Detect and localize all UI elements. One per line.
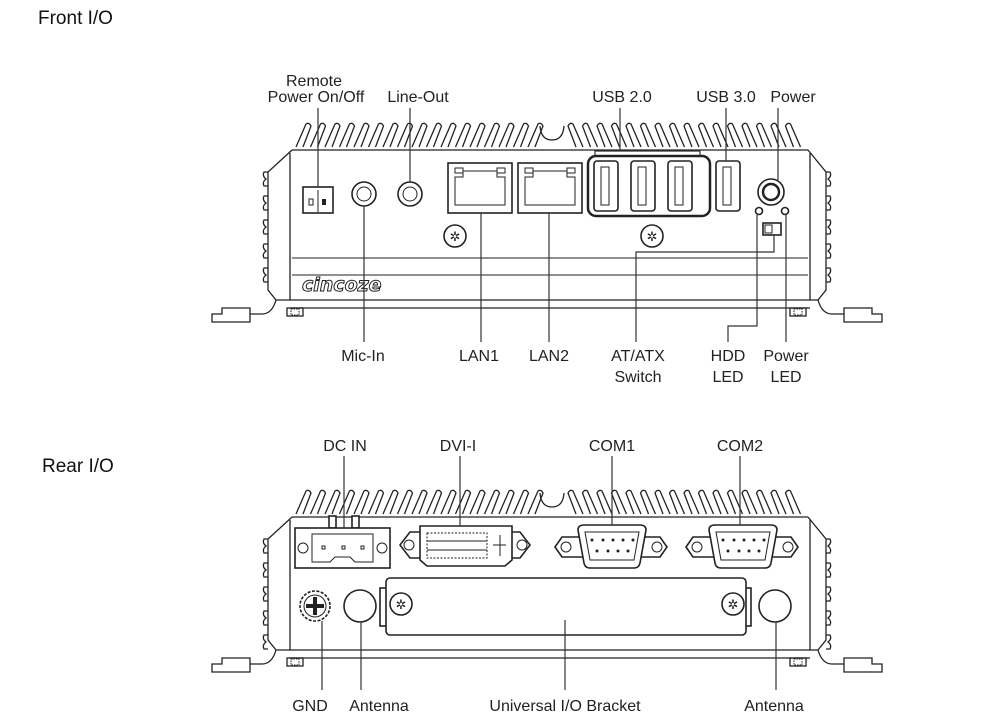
rear-io-title: Rear I/O bbox=[42, 456, 114, 477]
usb20-ports bbox=[586, 150, 712, 218]
hdd-led bbox=[754, 206, 764, 216]
mic-in-jack bbox=[351, 181, 377, 207]
label-mic-in: Mic-In bbox=[341, 348, 385, 365]
universal-io-bracket: ✲ ✲ bbox=[379, 577, 752, 636]
lan2-port bbox=[517, 162, 583, 214]
dvi-i-port bbox=[398, 525, 532, 567]
antenna-hole-right bbox=[758, 589, 792, 623]
antenna-hole-left bbox=[343, 589, 377, 623]
rear-panel: ✲ ✲ bbox=[294, 515, 799, 636]
front-screw-right: ✲ bbox=[640, 224, 664, 248]
label-line-out: Line-Out bbox=[387, 89, 449, 106]
remote-power-terminal bbox=[302, 186, 334, 214]
power-button bbox=[757, 178, 785, 206]
label-at-atx: AT/ATX bbox=[611, 348, 665, 365]
label-lan2: LAN2 bbox=[529, 348, 569, 365]
label-hdd-led-2: LED bbox=[712, 369, 743, 386]
label-power: Power bbox=[770, 89, 816, 106]
svg-text:✲: ✲ bbox=[396, 597, 407, 612]
label-remote-power-2: Power On/Off bbox=[268, 89, 365, 106]
dc-in-terminal bbox=[294, 515, 391, 569]
svg-text:✲: ✲ bbox=[450, 229, 461, 244]
com2-port bbox=[685, 524, 799, 569]
usb30-port bbox=[715, 160, 741, 212]
label-universal-io-bracket: Universal I/O Bracket bbox=[489, 698, 641, 715]
label-at-atx-2: Switch bbox=[614, 369, 661, 386]
label-gnd: GND bbox=[292, 698, 328, 715]
cincoze-logo: cincoze bbox=[302, 274, 382, 296]
label-hdd-led: HDD bbox=[711, 348, 746, 365]
label-antenna-left: Antenna bbox=[349, 698, 409, 715]
power-led bbox=[780, 206, 790, 216]
label-power-led: Power bbox=[763, 348, 809, 365]
lan1-port bbox=[447, 162, 513, 214]
label-lan1: LAN1 bbox=[459, 348, 499, 365]
label-power-led-2: LED bbox=[770, 369, 801, 386]
svg-text:✲: ✲ bbox=[647, 229, 658, 244]
label-dc-in: DC IN bbox=[323, 438, 367, 455]
label-dvi-i: DVI-I bbox=[440, 438, 476, 455]
front-io-title: Front I/O bbox=[38, 8, 113, 29]
line-out-jack bbox=[397, 181, 423, 207]
front-leader-lines bbox=[317, 108, 787, 342]
label-remote-power: Remote bbox=[286, 73, 342, 90]
rear-leader-lines bbox=[321, 456, 777, 690]
label-com2: COM2 bbox=[717, 438, 763, 455]
label-usb20: USB 2.0 bbox=[592, 89, 652, 106]
at-atx-switch bbox=[762, 222, 782, 236]
front-screw-left: ✲ bbox=[443, 224, 467, 248]
label-usb30: USB 3.0 bbox=[696, 89, 756, 106]
gnd-screw bbox=[299, 590, 331, 622]
label-com1: COM1 bbox=[589, 438, 635, 455]
front-panel: cincoze bbox=[292, 150, 808, 297]
rear-chassis bbox=[211, 489, 883, 673]
com1-port bbox=[554, 524, 668, 569]
svg-text:✲: ✲ bbox=[728, 597, 739, 612]
label-antenna-right: Antenna bbox=[744, 698, 804, 715]
